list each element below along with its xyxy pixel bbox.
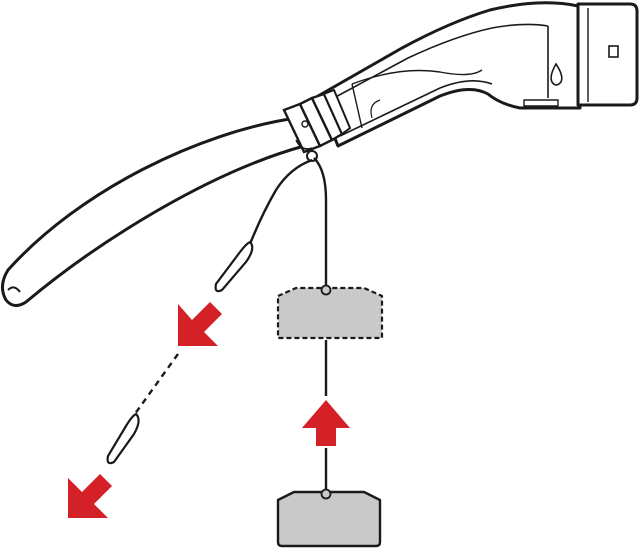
arrow-down-left-upper-shape bbox=[178, 302, 222, 346]
charging-connector-handle bbox=[282, 1, 639, 162]
strain-relief bbox=[282, 88, 352, 162]
arrow-up bbox=[302, 400, 350, 446]
droplet-icon bbox=[550, 62, 563, 86]
protective-cap bbox=[276, 488, 382, 548]
protective-cap-dashed bbox=[276, 284, 384, 340]
cap-tether-strap bbox=[106, 157, 328, 492]
charging-cable bbox=[1, 116, 305, 307]
arrow-down-left-lower bbox=[68, 474, 112, 518]
